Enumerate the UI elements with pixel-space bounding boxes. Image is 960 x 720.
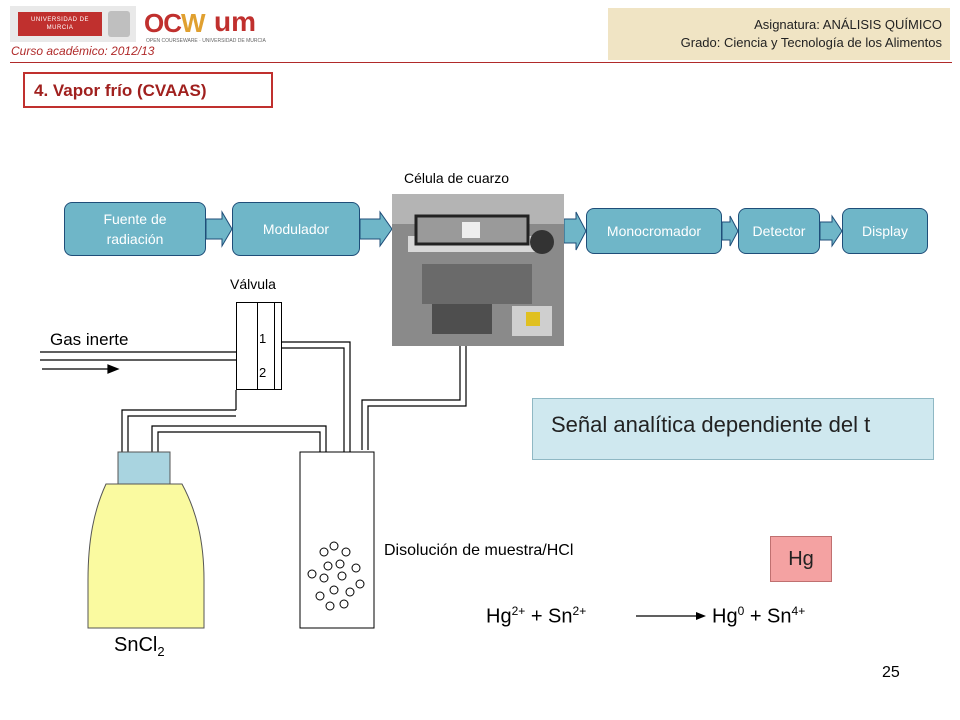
modulator-box: Modulador — [232, 202, 360, 256]
sample-vessel — [299, 451, 375, 629]
reaction-products: Hg0 + Sn4+ — [712, 604, 806, 628]
modulator-label: Modulador — [262, 221, 330, 237]
arrow-cell-monochromator — [563, 211, 587, 251]
quartz-cell-label: Célula de cuarzo — [404, 170, 510, 186]
reaction-arrow — [696, 612, 706, 620]
subject-text: Asignatura: ANÁLISIS QUÍMICO — [754, 17, 942, 32]
display-label: Display — [862, 223, 908, 239]
radiation-source-label-2: radiación — [106, 231, 164, 247]
radiation-source-label-1: Fuente de — [103, 211, 167, 227]
radiation-source-box: Fuente de radiación — [64, 202, 206, 256]
degree-text: Grado: Ciencia y Tecnología de los Alime… — [680, 35, 942, 50]
quartz-cell-illustration — [392, 194, 564, 346]
crest-icon — [108, 11, 130, 37]
display-box: Display — [842, 208, 928, 254]
valve-label: Válvula — [230, 276, 276, 292]
header-divider — [10, 62, 952, 63]
quartz-cell-photo — [392, 194, 564, 346]
sample-label: Disolución de muestra/HCl — [384, 542, 574, 559]
detector-label: Detector — [752, 223, 806, 239]
university-logo-text: UNIVERSIDAD DE MURCIA — [18, 12, 102, 36]
bubbles — [307, 541, 365, 611]
detector-box: Detector — [738, 208, 820, 254]
arrow-detector-display — [819, 214, 843, 248]
bottle-cap — [117, 451, 171, 485]
reagent-label: SnCl2 — [114, 634, 165, 659]
valve-position-2: 2 — [259, 365, 267, 380]
arrow-source-modulator — [205, 210, 233, 248]
gas-arrow — [107, 364, 120, 374]
arrow-modulator-cell — [359, 210, 393, 248]
reagent-bottle — [87, 483, 205, 629]
ocw-logo: OCW um OPEN COURSEWARE · UNIVERSIDAD DE … — [144, 6, 266, 44]
inert-gas-label: Gas inerte — [50, 330, 129, 349]
university-logo: UNIVERSIDAD DE MURCIA — [10, 6, 136, 42]
subject-banner: Asignatura: ANÁLISIS QUÍMICO Grado: Cien… — [608, 8, 950, 60]
page-number: 25 — [882, 664, 900, 681]
monochromator-label: Monocromador — [606, 223, 702, 239]
arrow-monochromator-detector — [721, 215, 739, 247]
element-badge: Hg — [770, 536, 832, 582]
valve-position-1: 1 — [259, 331, 267, 346]
course-year: Curso académico: 2012/13 — [11, 44, 155, 58]
reaction-reactants: Hg2+ + Sn2+ — [486, 604, 587, 628]
valve: 1 2 — [236, 302, 282, 390]
section-title: 4. Vapor frío (CVAAS) — [23, 72, 273, 108]
signal-banner: Señal analítica dependiente del t — [532, 398, 934, 460]
ocw-logo-text: OPEN COURSEWARE · UNIVERSIDAD DE MURCIA — [146, 38, 266, 44]
